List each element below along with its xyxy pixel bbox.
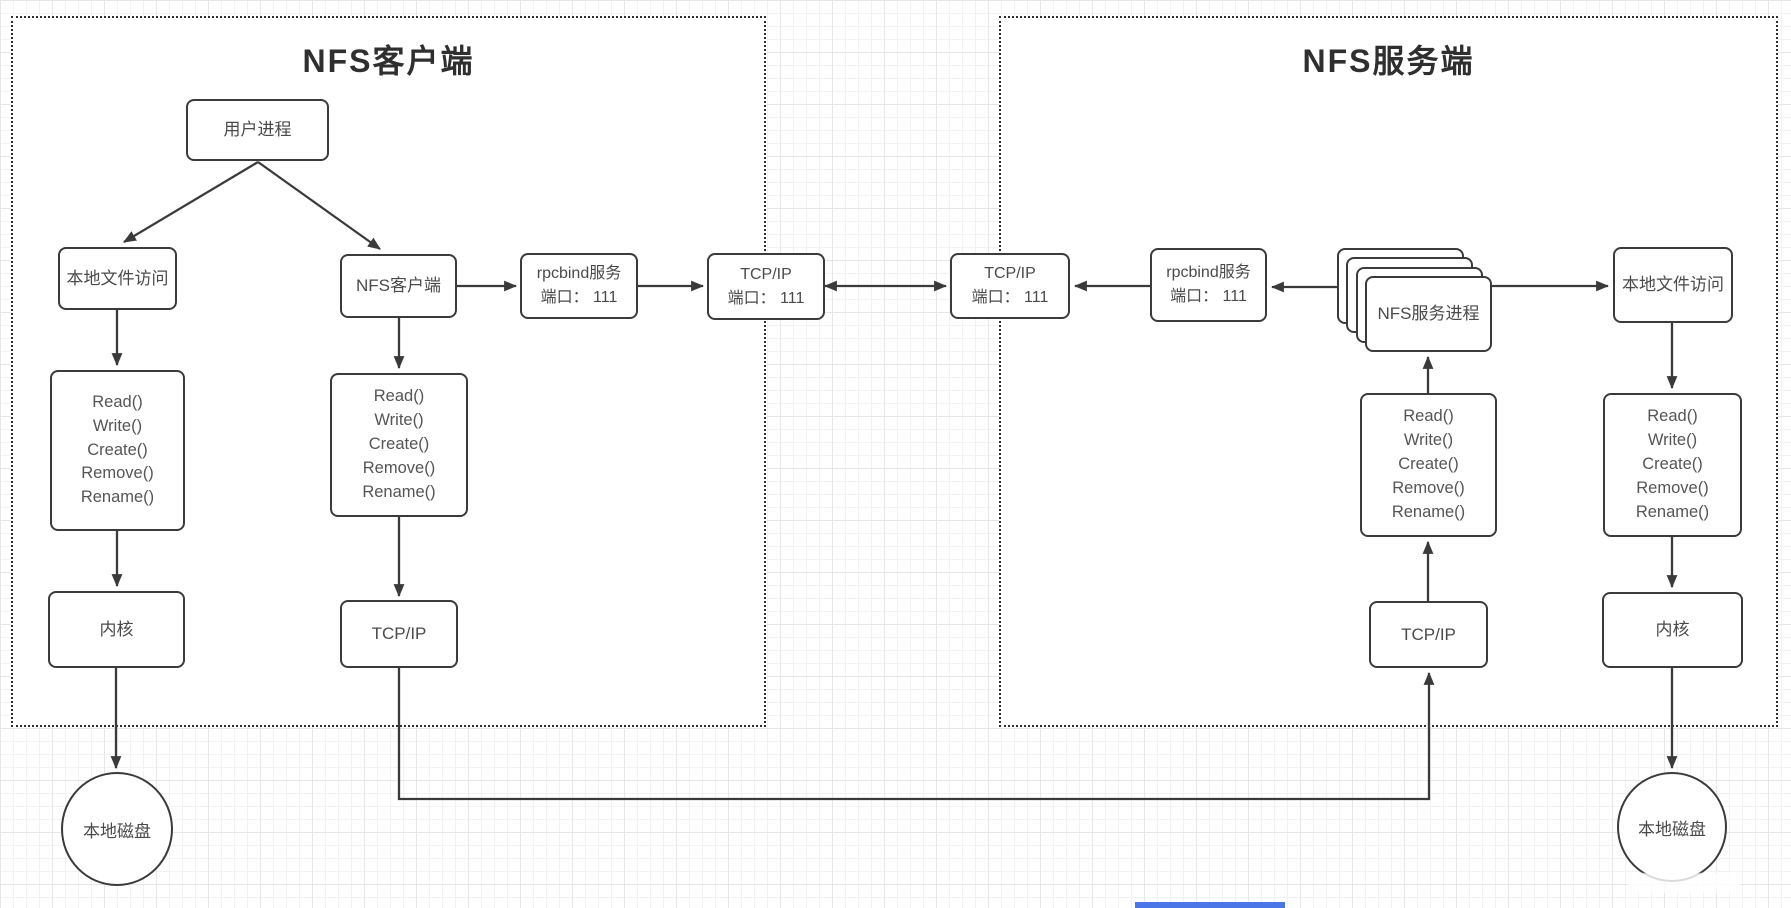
server-local-disk-circle: 本地磁盘 xyxy=(1617,772,1727,882)
client-tcpip-port-box: TCP/IP 端口： 111 xyxy=(707,253,825,320)
client-user-process-box: 用户进程 xyxy=(186,99,329,161)
server-kernel-box: 内核 xyxy=(1602,592,1743,668)
server-group-title: NFS服务端 xyxy=(1302,43,1475,79)
client-local-file-box: 本地文件访问 xyxy=(58,247,177,310)
client-nfs-client-box: NFS客户端 xyxy=(340,254,457,318)
server-nfs-process-card-front: NFS服务进程 xyxy=(1365,276,1492,352)
client-rpcbind-box: rpcbind服务 端口： 111 xyxy=(520,253,638,319)
server-tcpip-port-box: TCP/IP 端口： 111 xyxy=(950,253,1070,319)
client-tcpip-box: TCP/IP xyxy=(340,600,458,668)
server-local-file-box: 本地文件访问 xyxy=(1613,247,1733,323)
bottom-accent-bar xyxy=(1135,902,1285,908)
server-syscalls-box-2: Read() Write() Create() Remove() Rename(… xyxy=(1603,393,1742,537)
server-syscalls-box-1: Read() Write() Create() Remove() Rename(… xyxy=(1360,393,1497,537)
server-rpcbind-box: rpcbind服务 端口： 111 xyxy=(1150,248,1267,322)
watermark-smudge xyxy=(1628,873,1740,893)
client-local-disk-circle: 本地磁盘 xyxy=(61,772,173,886)
server-tcpip-box: TCP/IP xyxy=(1369,601,1488,668)
client-syscalls-box-1: Read() Write() Create() Remove() Rename(… xyxy=(50,370,185,531)
client-group-title: NFS客户端 xyxy=(302,43,475,79)
client-syscalls-box-2: Read() Write() Create() Remove() Rename(… xyxy=(330,373,468,517)
client-kernel-box: 内核 xyxy=(48,591,185,668)
